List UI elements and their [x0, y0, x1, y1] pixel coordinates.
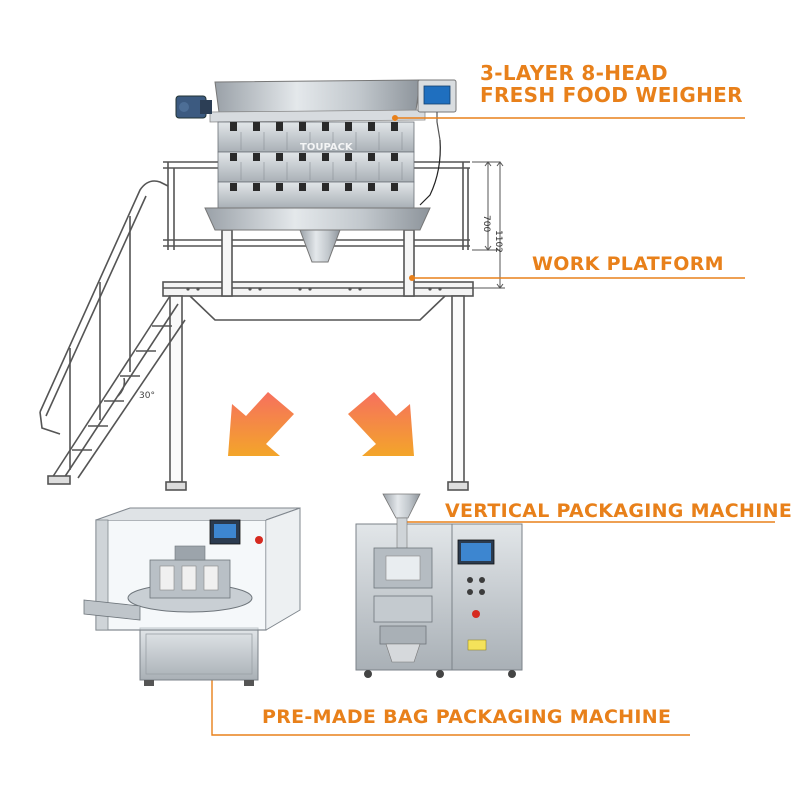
premade-bag-machine: [83, 507, 301, 686]
toupack-logo: TOUPACK: [300, 142, 354, 153]
leader-lines: [211, 117, 775, 736]
multihead-weigher: TOUPACK: [175, 79, 457, 263]
height-dimensions: [472, 161, 505, 289]
weigher-label-line1: 3-LAYER 8-HEAD: [480, 61, 668, 85]
vertical-packaging-machine: [355, 493, 523, 678]
stair-angle-label: 30°: [139, 391, 155, 401]
access-staircase: [39, 180, 186, 485]
weigher-label: 3-LAYER 8-HEAD FRESH FOOD WEIGHER: [480, 62, 743, 106]
premade-bag-label: PRE-MADE BAG PACKAGING MACHINE: [262, 706, 672, 728]
down-right-arrow-icon: [348, 392, 414, 456]
dimension-700: 700: [481, 215, 491, 232]
vertical-packaging-label: VERTICAL PACKAGING MACHINE: [445, 500, 793, 522]
dimension-1102: 1102: [493, 230, 503, 253]
work-platform-frame: [162, 161, 474, 491]
work-platform-label: WORK PLATFORM: [532, 253, 724, 275]
down-left-arrow-icon: [228, 392, 294, 456]
weigher-label-line2: FRESH FOOD WEIGHER: [480, 83, 743, 107]
